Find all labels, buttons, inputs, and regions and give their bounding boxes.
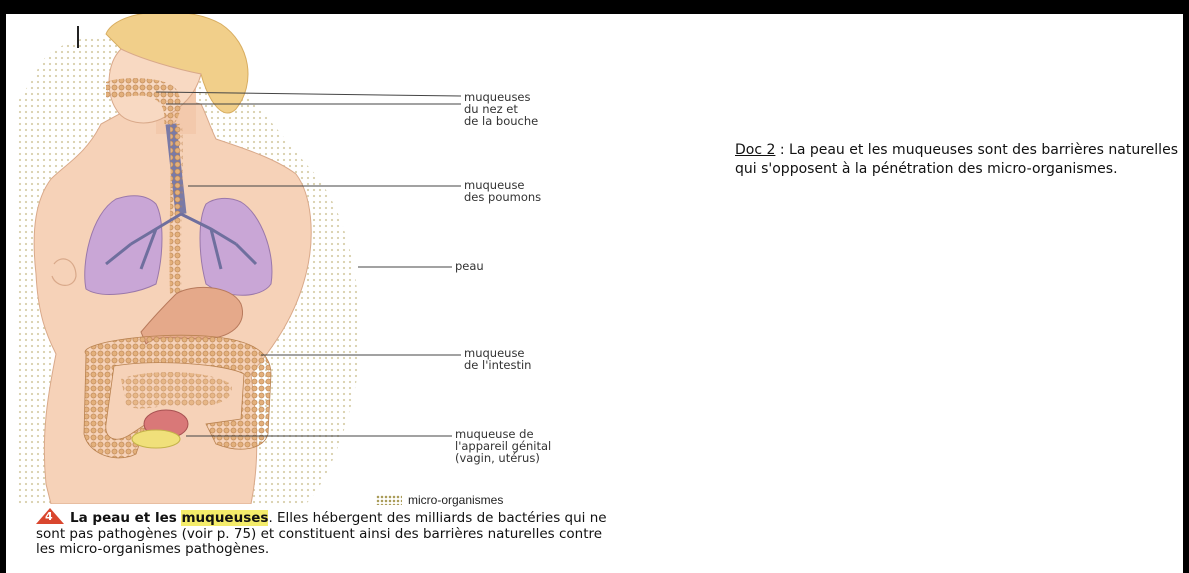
legend-label: micro-organismes [408, 493, 503, 507]
figure-caption: 4 La peau et les muqueuses. Elles héberg… [36, 508, 616, 558]
figure-number-badge: 4 [36, 508, 64, 524]
caption-highlight: muqueuses [181, 510, 268, 526]
label-nose-mouth-mucosa: muqueuses du nez et de la bouche [464, 91, 538, 127]
legend: micro-organismes [376, 493, 503, 507]
label-intestine-mucosa: muqueuse de l'intestin [464, 347, 531, 371]
doc-note: Doc 2 : La peau et les muqueuses sont de… [735, 141, 1185, 179]
figure-number: 4 [45, 509, 53, 525]
label-genital-mucosa: muqueuse de l'appareil génital (vagin, u… [455, 428, 551, 464]
document-page: muqueuses du nez et de la bouche muqueus… [6, 14, 1183, 573]
caption-title: La peau et les [70, 510, 181, 526]
esophagus [175, 124, 176, 294]
doc-text: : La peau et les muqueuses sont des barr… [735, 142, 1178, 177]
bladder [132, 430, 180, 448]
microorganism-swatch [376, 495, 402, 505]
label-lung-mucosa: muqueuse des poumons [464, 179, 541, 203]
doc-reference: Doc 2 [735, 142, 775, 158]
label-skin: peau [455, 260, 484, 272]
